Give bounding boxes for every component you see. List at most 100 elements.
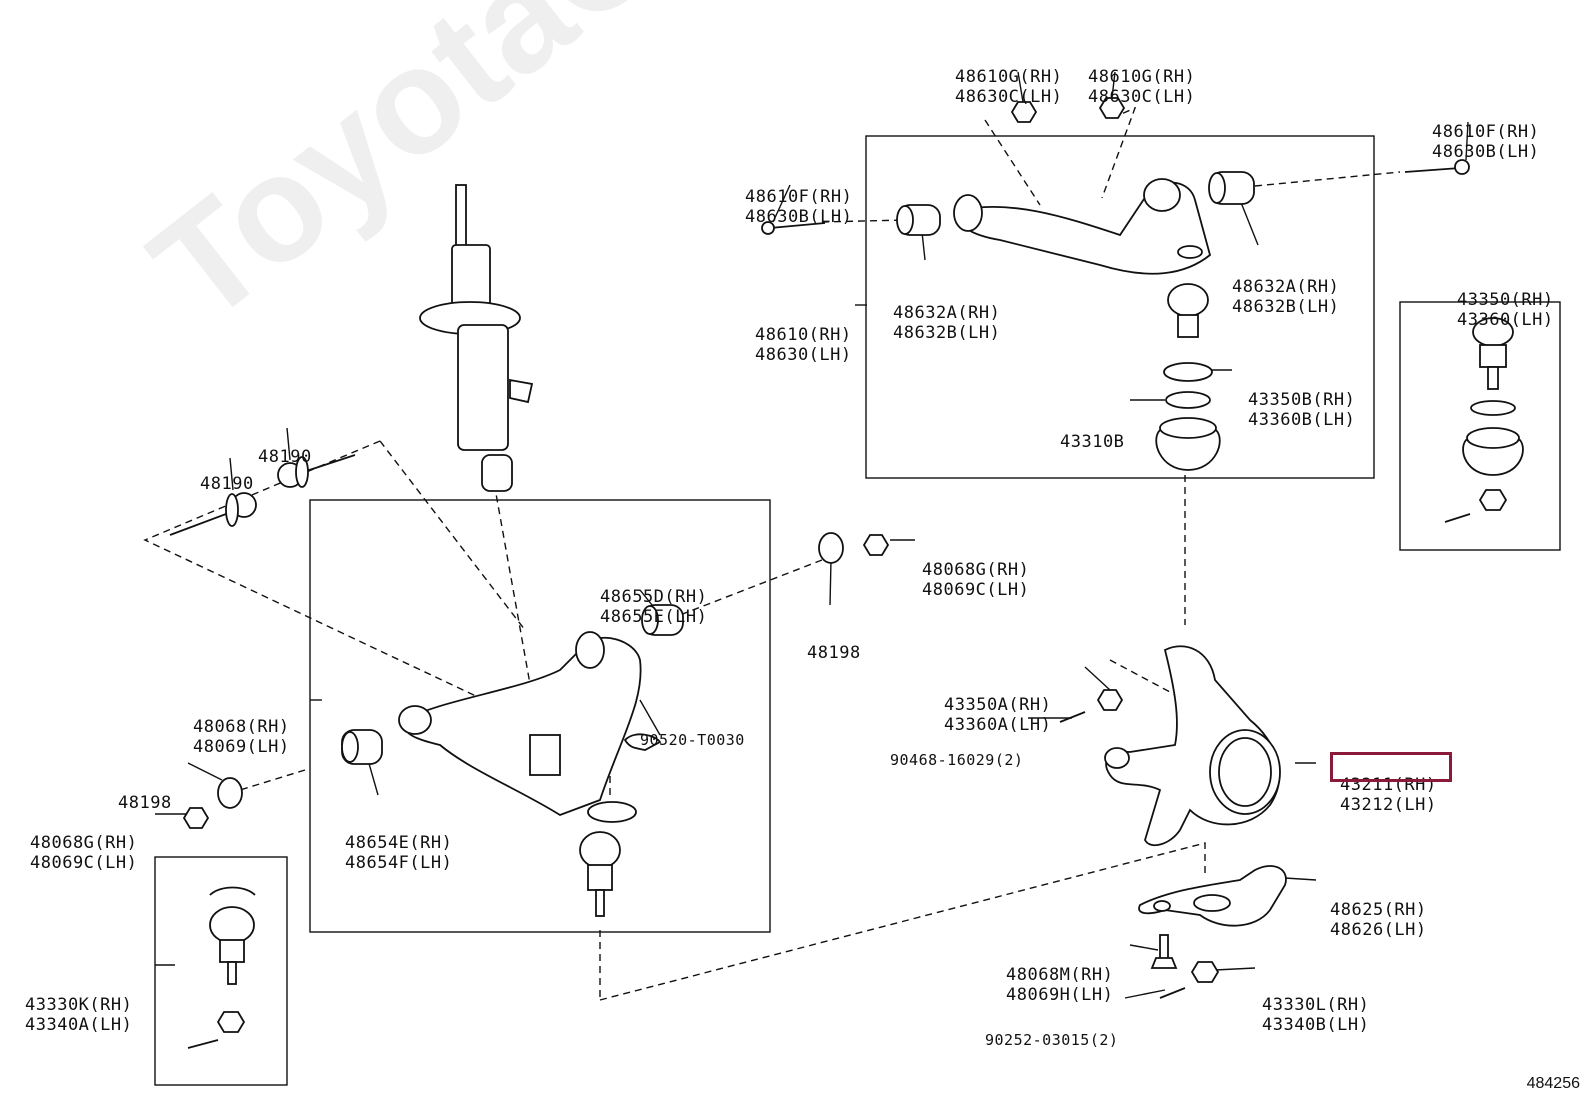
label-line: 43340B(LH) <box>1262 1015 1370 1035</box>
label-line: 48632A(RH) <box>893 303 1001 323</box>
label-line: 48068G(RH) <box>30 833 138 853</box>
label-line: 43330K(RH) <box>25 995 133 1015</box>
label-line: 48630(LH) <box>755 345 852 365</box>
label-line: 43340A(LH) <box>25 1015 133 1035</box>
cotter-pin-upper <box>1059 711 1086 723</box>
label-balljoint-lower: 43330K(RH)43340A(LH) <box>25 955 132 1075</box>
label-snap-lower: 90520-T0030 <box>640 690 745 790</box>
bush-upper-left <box>896 204 941 236</box>
label-line: 43350(RH) <box>1457 290 1554 310</box>
label-knuckle-ring: 43350A(RH)43360A(LH) <box>944 655 1051 775</box>
label-line: 43360(LH) <box>1457 310 1554 330</box>
label-nut-lower-right: 48068G(RH)48069C(LH) <box>922 520 1029 640</box>
cam-plate-right <box>818 532 844 564</box>
lower-arm-frame <box>309 499 771 933</box>
label-line: 48632B(LH) <box>1232 297 1340 317</box>
label-line: 48630C(LH) <box>955 87 1063 107</box>
upper-arm-frame <box>865 135 1375 479</box>
nut-upper-left <box>1010 101 1038 123</box>
steering-arm <box>1138 865 1287 927</box>
bolt-upper-left <box>761 221 826 235</box>
label-line: 43350B(RH) <box>1248 390 1356 410</box>
upper-balljoint-stack <box>1155 283 1221 471</box>
cotter-pin-lower <box>1159 987 1186 999</box>
bush-front <box>641 604 684 636</box>
label-line: 48198 <box>807 643 861 663</box>
label-cam-plate-right: 48198 <box>807 603 861 703</box>
label-line: 43330L(RH) <box>1262 995 1370 1015</box>
label-line: 48198 <box>118 793 172 813</box>
label-line: 48626(LH) <box>1330 920 1427 940</box>
label-line: 48610F(RH) <box>1432 122 1540 142</box>
upper-balljoint-detail <box>1444 317 1524 523</box>
label-line: 48655E(LH) <box>600 607 708 627</box>
label-cotter-lower: 90252-03015(2) <box>985 990 1118 1090</box>
label-line: 48068G(RH) <box>922 560 1030 580</box>
lower-arm <box>398 631 642 823</box>
snap-ring-lower <box>623 733 662 751</box>
label-line: 48190 <box>258 447 312 467</box>
label-line: 48632B(LH) <box>893 323 1001 343</box>
label-bush-rear: 48654E(RH)48654F(LH) <box>345 793 452 913</box>
label-line: 48610(RH) <box>755 325 852 345</box>
cam-bolt-b <box>277 454 356 488</box>
solid-leaders <box>155 71 1469 999</box>
label-line: 48654E(RH) <box>345 833 453 853</box>
label-line: 48069C(LH) <box>30 853 138 873</box>
nut-knuckle <box>1096 689 1124 711</box>
cam-bolt-a <box>169 492 257 536</box>
label-upper-arm: 48610(RH)48630(LH) <box>755 285 852 405</box>
label-line: 43212(LH) <box>1340 795 1437 815</box>
label-line: 48068M(RH) <box>1006 965 1114 985</box>
label-line: 48069C(LH) <box>922 580 1030 600</box>
label-line: 48069(LH) <box>193 737 290 757</box>
cam-plate-left <box>217 777 243 809</box>
label-bolt-upper-left: 48610F(RH)48630B(LH) <box>745 147 852 267</box>
label-line: 48069H(LH) <box>1006 985 1114 1005</box>
label-line: 43310B <box>1060 432 1125 452</box>
bush-rear <box>341 729 383 765</box>
label-line: 48630B(LH) <box>1432 142 1540 162</box>
label-nut-lower-left: 48068G(RH)48069C(LH) <box>30 793 137 913</box>
upper-balljoint-frame <box>1399 301 1561 551</box>
label-line: 48632A(RH) <box>1232 277 1340 297</box>
label-line: 48610G(RH) <box>1088 67 1196 87</box>
label-line: 90252-03015(2) <box>985 1031 1119 1049</box>
label-line: 48610G(RH) <box>955 67 1063 87</box>
lower-balljoint-frame <box>154 856 288 1086</box>
label-line: 48068(RH) <box>193 717 290 737</box>
label-cam-plate-left: 48198 <box>118 753 172 853</box>
label-line: 43350A(RH) <box>944 695 1052 715</box>
label-bush-front: 48655D(RH)48655E(LH) <box>600 547 707 667</box>
label-line: 48654F(LH) <box>345 853 453 873</box>
label-line: 48630B(LH) <box>745 207 853 227</box>
steering-knuckle <box>1104 645 1281 847</box>
label-bush-upper-right: 48632A(RH)48632B(LH) <box>1232 237 1339 357</box>
label-line: 90468-16029(2) <box>890 751 1024 769</box>
label-nut-steering: 43330L(RH)43340B(LH) <box>1262 955 1369 1075</box>
label-line: 43360B(LH) <box>1248 410 1356 430</box>
label-ring-upper: 43350B(RH)43360B(LH) <box>1248 350 1355 470</box>
label-steering-arm: 48625(RH)48626(LH) <box>1330 860 1427 980</box>
label-nut-upper-left: 48610G(RH)48630C(LH) <box>955 27 1062 147</box>
nut-steering <box>1190 961 1220 983</box>
label-bolt-steering: 48068M(RH)48069H(LH) <box>1006 925 1113 1045</box>
label-line: 48625(RH) <box>1330 900 1427 920</box>
label-balljoint-upper: 43350(RH)43360(LH) <box>1457 250 1554 370</box>
label-line: 48655D(RH) <box>600 587 708 607</box>
bolt-steering <box>1150 934 1178 969</box>
label-lower-arm: 48068(RH)48069(LH) <box>193 677 290 797</box>
lower-balljoint-detail <box>187 886 256 1049</box>
label-line: 90520-T0030 <box>640 731 745 749</box>
bolt-upper-right <box>1404 159 1470 175</box>
lower-balljoint <box>579 831 621 917</box>
label-cam-bolt-a: 48190 <box>258 407 312 507</box>
nut-lower-left <box>182 807 210 829</box>
label-line: 48630C(LH) <box>1088 87 1196 107</box>
shock-absorber <box>419 184 534 492</box>
label-nut-upper-right: 48610G(RH)48630C(LH) <box>1088 27 1195 147</box>
figure-number: 484256 <box>1526 1075 1580 1092</box>
label-snap-upper: 43310B <box>1060 392 1124 492</box>
